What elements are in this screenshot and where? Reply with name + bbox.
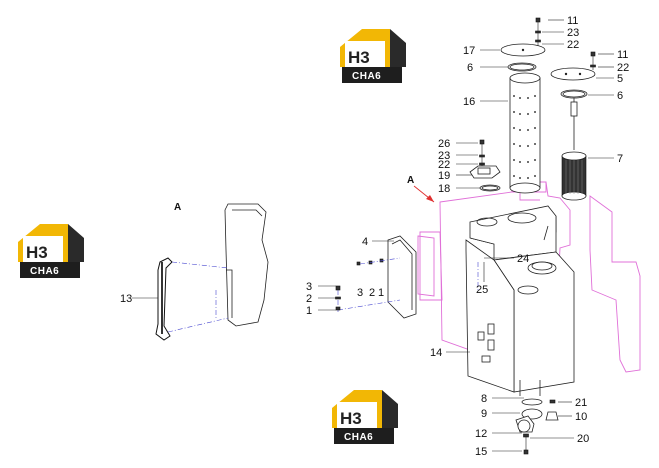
leader-lines bbox=[318, 19, 614, 452]
label-part-9: 9 bbox=[481, 408, 487, 420]
side-plate-part-4 bbox=[335, 235, 417, 319]
label-part-14: 14 bbox=[430, 347, 442, 359]
label-part-19: 19 bbox=[438, 170, 450, 182]
logo-word: CHA6 bbox=[30, 266, 59, 277]
detail-view-label: A bbox=[174, 202, 181, 213]
label-inline-part-2: 2 bbox=[369, 287, 375, 299]
logo-word: CHA6 bbox=[344, 432, 373, 443]
label-part-15: 15 bbox=[475, 446, 487, 458]
label-part-7: 7 bbox=[617, 153, 623, 165]
filter-element-part-7 bbox=[550, 51, 596, 201]
label-part-1: 1 bbox=[306, 305, 312, 317]
logo-letters: H3 bbox=[348, 48, 370, 67]
label-part-26: 26 bbox=[438, 138, 450, 150]
label-part-16: 16 bbox=[463, 96, 475, 108]
label-part-13: 13 bbox=[120, 293, 132, 305]
label-part-11: 11 bbox=[567, 15, 578, 27]
label-part-22: 22 bbox=[438, 159, 450, 171]
label-part-6: 6 bbox=[467, 62, 473, 74]
label-part-5: 5 bbox=[617, 73, 623, 85]
label-part-23: 23 bbox=[438, 150, 450, 162]
drain-assembly bbox=[515, 398, 559, 455]
part-labels: 11 23 22 17 6 16 11 22 5 6 7 26 23 22 19… bbox=[306, 15, 629, 458]
label-part-21: 21 bbox=[575, 397, 587, 409]
label-part-20: 20 bbox=[577, 433, 589, 445]
label-inline-part-1: 1 bbox=[378, 287, 384, 299]
brand-logo-left: H3 CHA6 bbox=[18, 224, 84, 278]
label-part-22: 22 bbox=[617, 62, 629, 74]
label-part-2: 2 bbox=[306, 293, 312, 305]
detail-view-a: A 13 bbox=[120, 202, 269, 341]
label-part-25: 25 bbox=[476, 284, 488, 296]
label-part-3: 3 bbox=[306, 281, 312, 293]
logo-word: CHA6 bbox=[352, 71, 381, 82]
logo-letters: H3 bbox=[26, 243, 48, 262]
view-arrow-a: A bbox=[407, 175, 435, 203]
view-arrow-label: A bbox=[407, 175, 414, 186]
label-part-10: 10 bbox=[575, 411, 587, 423]
label-part-24: 24 bbox=[517, 253, 529, 265]
brand-logo-bottom: H3 CHA6 bbox=[332, 390, 398, 444]
label-inline-part-3: 3 bbox=[357, 287, 363, 299]
label-part-23: 23 bbox=[567, 27, 579, 39]
label-part-12: 12 bbox=[475, 428, 487, 440]
label-part-6: 6 bbox=[617, 90, 623, 102]
label-part-22: 22 bbox=[567, 39, 579, 51]
breather-assembly bbox=[469, 139, 501, 192]
filter-column-part-16 bbox=[500, 17, 546, 194]
brand-logo-top: H3 CHA6 bbox=[340, 29, 406, 83]
label-part-8: 8 bbox=[481, 393, 487, 405]
label-part-11: 11 bbox=[617, 49, 628, 61]
tank-body-part-14 bbox=[465, 205, 575, 396]
handle-part-13 bbox=[155, 257, 173, 341]
logo-letters: H3 bbox=[340, 409, 362, 428]
label-part-18: 18 bbox=[438, 183, 450, 195]
label-part-4: 4 bbox=[362, 236, 368, 248]
label-part-17: 17 bbox=[463, 45, 475, 57]
